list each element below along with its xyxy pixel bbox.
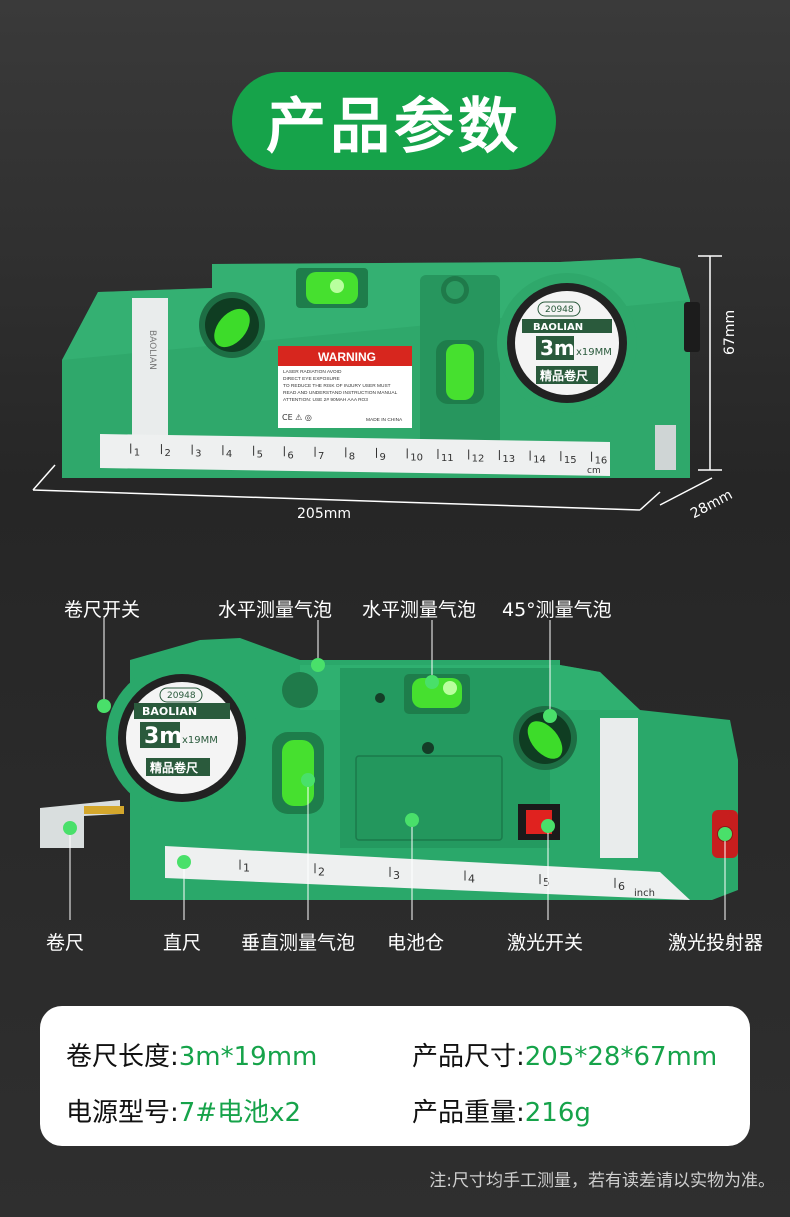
top-ruler-tick-label: 16 [595, 456, 608, 467]
spec-size: 产品尺寸:205*28*67mm [412, 1036, 717, 1073]
warning-line: LASER RADIATION AVOID [283, 369, 342, 375]
top-ruler-tick-label: 5 [257, 450, 263, 461]
top-ruler-tick-label: 11 [441, 453, 454, 464]
svg-text:CE ⚠ ◎: CE ⚠ ◎ [282, 413, 312, 422]
page-title: 产品参数 [232, 72, 556, 170]
top-ruler-tick-label: 12 [472, 454, 485, 465]
warning-line: DIRECT EYE EXPOSURE [283, 376, 340, 382]
bottom-ruler-tick-label: 2 [318, 865, 325, 878]
bottom-tape-size: x19MM [182, 735, 218, 746]
bottom-ruler-tick-label: 3 [393, 869, 400, 882]
spec-power: 电源型号:7#电池x2 [66, 1092, 301, 1129]
callout-horizontal-bubble: 水平测量气泡 [218, 599, 333, 621]
top-ruler-tick-label: 4 [226, 449, 232, 460]
callout-vertical-bubble: 垂直测量气泡 [241, 932, 356, 954]
length-dimension: 205mm [297, 506, 351, 522]
callout-battery: 电池仓 [387, 932, 445, 954]
dimension-lines [32, 255, 722, 511]
top-ruler-tick-label: 1 [134, 448, 140, 459]
bottom-tape-length: 3m [144, 724, 182, 749]
top-ruler [100, 434, 610, 476]
top-product-illustration: BAOLIAN WARNING LASER RADIATION AVOID DI… [32, 255, 722, 511]
spec-tape-length: 卷尺长度:3m*19mm [66, 1036, 317, 1073]
spec-value: 216g [524, 1098, 591, 1128]
bottom-ruler [165, 846, 690, 900]
top-ruler-unit: cm [587, 466, 601, 476]
bottom-brand-label: BAOLIAN [142, 705, 197, 718]
top-ruler-tick-label: 3 [195, 449, 201, 460]
top-ruler-tick-label: 8 [349, 451, 355, 462]
warning-title: WARNING [318, 350, 376, 364]
warning-line: READ AND UNDERSTAND INSTRUCTION MANUAL [283, 390, 398, 396]
top-model-label: 20948 [545, 305, 574, 315]
top-tape-size: x19MM [576, 347, 612, 358]
spec-value: 205*28*67mm [524, 1042, 718, 1072]
top-ruler-tick-label: 2 [164, 448, 170, 459]
callout-dots [63, 658, 732, 869]
bottom-ruler-tick-label: 5 [543, 876, 550, 889]
bottom-level-body: 1 2 3 4 5 6 inch 20948 BAOLIAN 3m x19MM 精品卷尺 [40, 638, 738, 900]
top-ruler-tick-label: 9 [380, 452, 386, 463]
bottom-ruler-ticks: 1 2 3 4 5 6 [239, 859, 625, 893]
callout-laser-emitter: 激光投射器 [668, 932, 764, 954]
top-level-body: BAOLIAN WARNING LASER RADIATION AVOID DI… [62, 258, 700, 478]
bottom-ruler-unit: inch [634, 888, 655, 899]
bottom-ruler-tick-label: 1 [243, 862, 250, 875]
spec-label: 产品重量: [412, 1098, 525, 1128]
bottom-metal-plate [600, 718, 638, 858]
callout-tape: 卷尺 [46, 932, 85, 954]
top-tape-length: 3m [540, 336, 575, 360]
top-ruler-tick-label: 13 [502, 454, 515, 465]
callout-horizontal-bubble-2: 水平测量气泡 [362, 599, 477, 621]
warning-line: TO REDUCE THE RISK OF INJURY USER MUST [283, 383, 391, 389]
spec-label: 卷尺长度: [66, 1042, 179, 1072]
battery-compartment [355, 755, 503, 841]
top-tape-cn: 精品卷尺 [540, 368, 588, 383]
svg-text:BAOLIAN: BAOLIAN [147, 330, 157, 370]
callout-tape-switch: 卷尺开关 [64, 599, 141, 621]
top-ruler-tick-label: 14 [533, 455, 546, 466]
top-ruler-tick-label: 15 [564, 455, 577, 466]
spec-value: 3m*19mm [178, 1042, 318, 1072]
callout-laser-switch: 激光开关 [507, 932, 584, 954]
top-ruler-tick-label: 10 [410, 452, 423, 463]
spec-label: 电源型号: [66, 1098, 179, 1128]
spec-weight: 产品重量:216g [412, 1092, 591, 1129]
bottom-product-illustration: 1 2 3 4 5 6 inch 20948 BAOLIAN 3m x19MM 精品卷尺 [40, 618, 738, 920]
bottom-tape-cn: 精品卷尺 [150, 760, 198, 775]
callout-ruler: 直尺 [163, 932, 202, 954]
spec-card: 卷尺长度:3m*19mm 产品尺寸:205*28*67mm 电源型号:7#电池x… [40, 1006, 750, 1146]
spec-label: 产品尺寸: [412, 1042, 525, 1072]
top-metal-plate [132, 298, 168, 448]
made-in-label: MADE IN CHINA [366, 417, 403, 423]
warning-line: ATTENTION: USE 2# 90MAH AAA RO3 [283, 397, 368, 403]
spec-value: 7#电池x2 [178, 1098, 302, 1128]
callout-45-bubble: 45°测量气泡 [502, 599, 612, 621]
bottom-ruler-tick-label: 4 [468, 873, 475, 886]
measurement-note: 注:尺寸均手工测量，若有读差请以实物为准。 [429, 1171, 775, 1191]
top-brand-label: BAOLIAN [533, 322, 583, 333]
bottom-model-label: 20948 [167, 691, 196, 701]
callout-lines [69, 618, 726, 920]
bottom-ruler-tick-label: 6 [618, 880, 625, 893]
top-ruler-tick-label: 7 [318, 451, 324, 462]
top-ruler-tick-label: 6 [287, 450, 293, 461]
